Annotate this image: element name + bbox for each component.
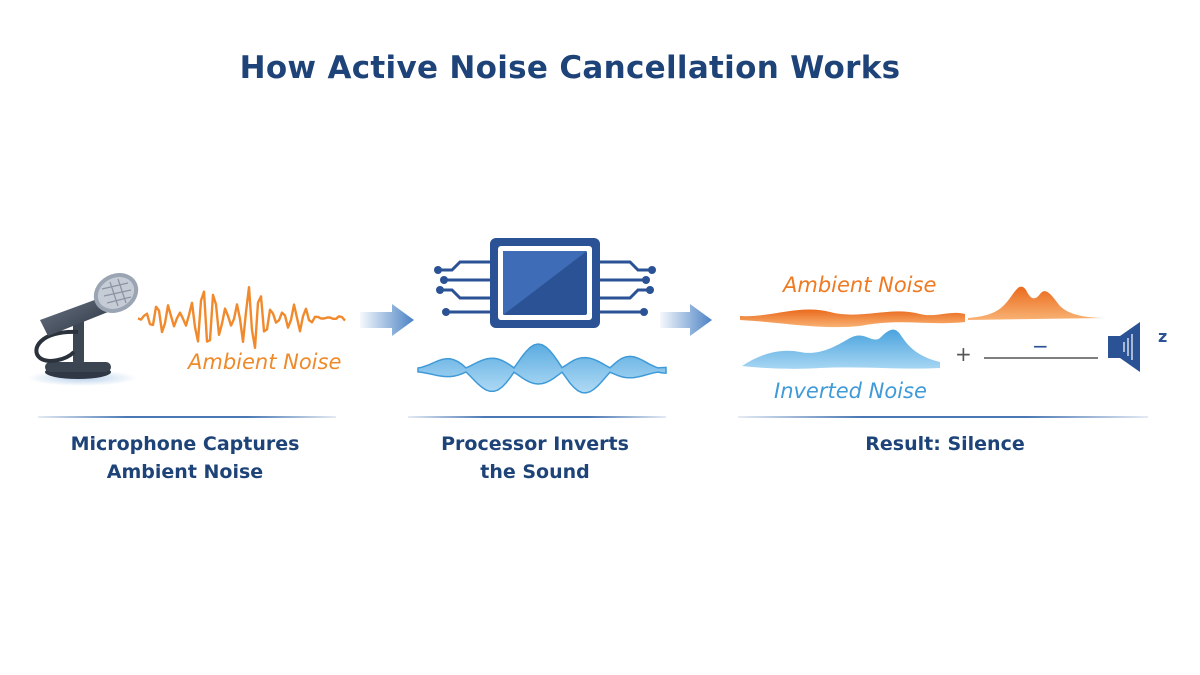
result-ambient-label: Ambient Noise [781, 273, 936, 297]
processor-chip-icon [434, 238, 656, 328]
plus-symbol: + [955, 342, 972, 366]
arrow-right-icon [660, 304, 712, 336]
arrow-right-icon [360, 304, 414, 336]
result-ambient-wave-peak [968, 286, 1106, 320]
caption-processor-line2: the Sound [480, 461, 590, 483]
inverted-noise-wave [417, 343, 667, 394]
result-ambient-wave [740, 309, 965, 328]
sleep-symbol: z [1158, 327, 1167, 346]
speaker-muted-icon [1108, 322, 1140, 372]
panel-divider-2 [408, 416, 666, 418]
panel-divider-1 [38, 416, 336, 418]
caption-microphone: Microphone Captures Ambient Noise [40, 430, 330, 486]
microphone-icon [27, 273, 139, 386]
result-inverted-wave [742, 329, 940, 369]
caption-processor: Processor Inverts the Sound [400, 430, 670, 486]
caption-microphone-line2: Ambient Noise [106, 461, 264, 483]
ambient-noise-wave [137, 286, 346, 349]
caption-microphone-line1: Microphone Captures [70, 433, 300, 455]
panel-divider-3 [738, 416, 1148, 418]
minus-symbol: − [1032, 334, 1049, 358]
ambient-noise-label: Ambient Noise [186, 350, 341, 374]
caption-processor-line1: Processor Inverts [441, 433, 629, 455]
caption-result-line1: Result: Silence [865, 433, 1025, 455]
page-title: How Active Noise Cancellation Works [239, 50, 901, 86]
result-inverted-label: Inverted Noise [774, 379, 927, 403]
caption-result: Result: Silence [790, 430, 1100, 458]
